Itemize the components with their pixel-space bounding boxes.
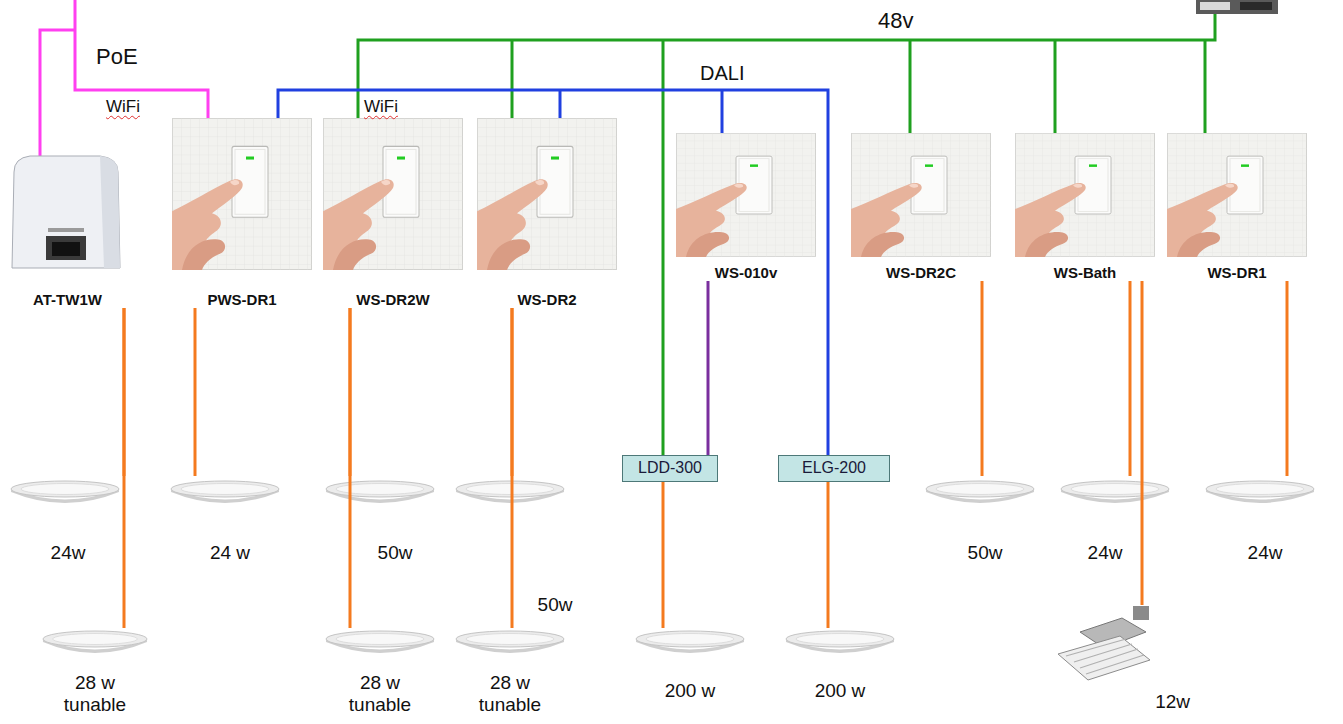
adapter-strip — [48, 228, 84, 232]
wire — [194, 308, 197, 476]
wall-switch — [172, 119, 312, 270]
wire — [827, 482, 830, 628]
power-supply — [1196, 0, 1278, 14]
wattage-label: 200 w — [815, 680, 866, 702]
psu-terminal — [1240, 2, 1272, 10]
wattage-label: 200 w — [665, 680, 716, 702]
grille-slats — [1066, 639, 1144, 674]
wattage-label: 24w — [1248, 542, 1283, 564]
downlight — [326, 481, 434, 503]
bath-fan — [1058, 606, 1150, 680]
wattage-label: 28 w tunable — [340, 672, 420, 716]
downlight — [1206, 481, 1314, 503]
wire — [707, 281, 710, 455]
bus-label: WiFi — [364, 97, 398, 116]
psu-terminal — [1200, 2, 1230, 10]
wire — [1129, 281, 1132, 476]
device-name: WS-DR2C — [886, 264, 956, 281]
switch-unit: WS-Bath — [1015, 133, 1155, 281]
device-name: WS-DR1 — [1207, 264, 1266, 281]
driver-name: LDD-300 — [638, 459, 702, 477]
poe-adapter — [12, 156, 120, 268]
switch-unit: PWS-DR1 — [172, 118, 312, 308]
downlight — [1061, 481, 1169, 503]
adapter-body — [12, 156, 120, 268]
bus-label: WiFi — [106, 97, 140, 116]
wall-switch — [323, 119, 463, 270]
wattage-label: 12w — [1155, 691, 1190, 713]
wattage-label: 50w — [378, 542, 413, 564]
wire — [981, 281, 984, 476]
light-fixture: 28 w tunable — [470, 628, 550, 716]
wall-switch — [477, 119, 617, 270]
fan-unit: 12w — [1060, 605, 1200, 713]
switch-unit: WS-010v — [676, 133, 816, 281]
bus-label: 48v — [878, 8, 913, 33]
psu-body — [1196, 0, 1278, 14]
wattage-label: 24w — [51, 542, 86, 564]
wall-switch — [851, 133, 991, 257]
wire — [662, 482, 665, 628]
driver-box: ELG-200 — [778, 455, 890, 482]
wire — [123, 308, 126, 628]
rj45-port — [46, 236, 86, 260]
bus-label: DALI — [700, 62, 744, 84]
downlight — [926, 481, 1034, 503]
light-fixture: 50w — [355, 476, 435, 564]
downlight — [43, 631, 147, 653]
device-name: WS-DR2W — [356, 291, 429, 308]
fan-grille — [1058, 636, 1150, 680]
wall-switch — [676, 133, 816, 257]
downlight — [456, 631, 564, 653]
switch-unit: WS-DR2W — [323, 118, 463, 308]
device-name: AT-TW1W — [33, 291, 102, 308]
wire — [1141, 281, 1144, 605]
wattage-label: 28 w tunable — [470, 672, 550, 716]
wire — [511, 308, 514, 628]
wall-switch — [1167, 133, 1307, 257]
light-fixture: 50w — [525, 476, 585, 616]
wattage-label: 24 w — [210, 542, 250, 564]
wattage-label: 50w — [538, 594, 573, 616]
downlight — [326, 631, 434, 653]
light-fixture: 24 w — [175, 476, 285, 564]
bus-label: PoE — [96, 44, 138, 69]
48v-bus — [358, 14, 1215, 455]
downlight — [786, 631, 894, 653]
wattage-label: 50w — [968, 542, 1003, 564]
downlight — [456, 481, 564, 503]
switch-unit: WS-DR1 — [1167, 133, 1307, 281]
adapter-side — [100, 156, 120, 268]
light-fixture: 24w — [1060, 476, 1150, 564]
fan-motor — [1133, 606, 1149, 620]
device-name: PWS-DR1 — [207, 291, 276, 308]
switch-unit: WS-DR2 — [477, 118, 617, 308]
downlight — [11, 481, 119, 503]
device-name: WS-Bath — [1054, 264, 1117, 281]
light-fixture: 28 w tunable — [55, 628, 135, 716]
wattage-label: 24w — [1088, 542, 1123, 564]
light-fixture: 200 w — [790, 628, 890, 702]
driver-box: LDD-300 — [622, 455, 718, 482]
light-fixture: 50w — [930, 476, 1040, 564]
switch-unit: WS-DR2C — [851, 133, 991, 281]
rj45-socket — [52, 242, 80, 256]
driver-name: ELG-200 — [802, 459, 866, 477]
light-fixture: 24w — [10, 476, 126, 564]
light-fixture: 28 w tunable — [340, 628, 420, 716]
poe-adapter-unit: AT-TW1W — [5, 150, 130, 308]
wire — [349, 308, 352, 628]
downlight — [636, 631, 744, 653]
wattage-label: 28 w tunable — [55, 672, 135, 716]
device-name: WS-DR2 — [517, 291, 576, 308]
light-fixture: 200 w — [640, 628, 740, 702]
wall-switch — [1015, 133, 1155, 257]
downlight — [171, 481, 279, 503]
light-fixture: 24w — [1215, 476, 1315, 564]
device-name: WS-010v — [715, 264, 778, 281]
wire — [1286, 281, 1289, 476]
dali-bus — [278, 90, 828, 455]
